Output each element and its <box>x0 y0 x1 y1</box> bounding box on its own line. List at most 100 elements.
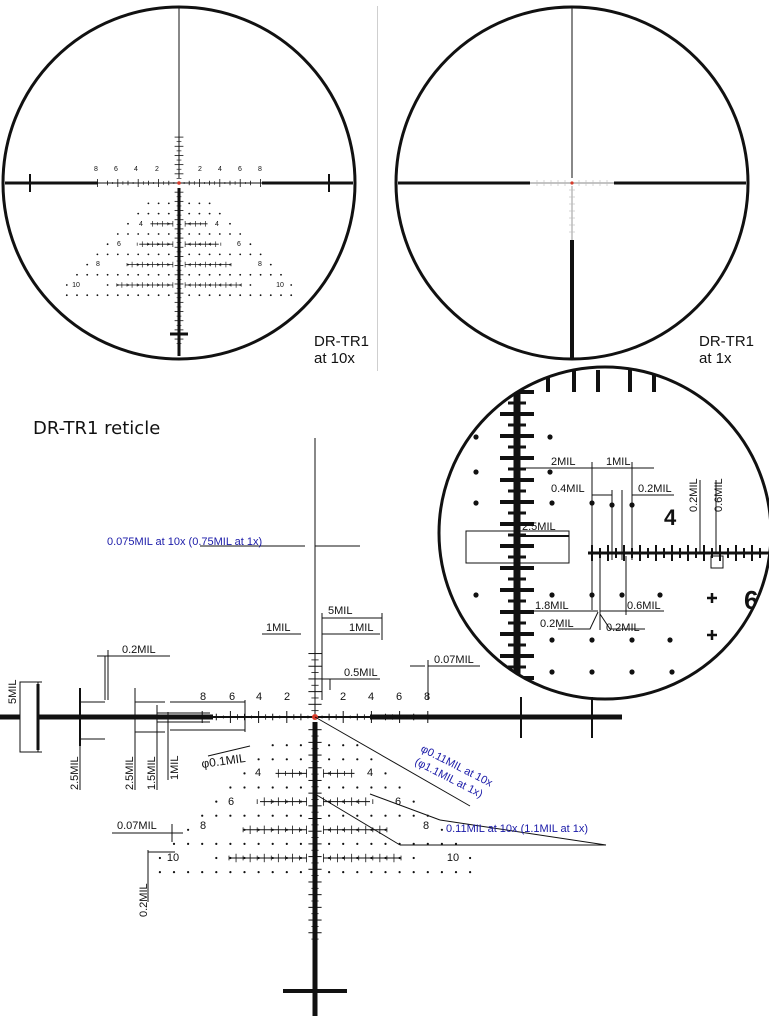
holdover-dot <box>86 273 89 276</box>
detail-dot <box>657 592 663 598</box>
detail-25mil-bar <box>465 530 570 564</box>
tl-tick-label-l6: 6 <box>114 166 118 173</box>
main-tick-label-r8: 8 <box>424 691 430 703</box>
holdover-dot <box>299 758 302 761</box>
holdover-dot <box>208 202 211 205</box>
holdover-dot <box>157 212 160 215</box>
holdover-dot <box>384 871 387 874</box>
main-label-15mil: 1.5MIL <box>146 756 158 790</box>
holdover-dot <box>188 202 191 205</box>
main-label-1mil-right: 1MIL <box>349 622 373 634</box>
holdover-dot <box>398 871 401 874</box>
holdover-dot <box>384 786 387 789</box>
tl-tick-label-r6: 6 <box>238 166 242 173</box>
main-tick-label-l8: 8 <box>200 691 206 703</box>
holdover-dot <box>271 871 274 874</box>
holdover-dot <box>440 842 443 846</box>
holdover-dot <box>65 294 68 297</box>
holdover-dot <box>76 273 78 276</box>
holdover-dot <box>96 294 99 297</box>
holdover-dot <box>243 786 246 789</box>
detail-dot <box>473 434 479 440</box>
holdover-dot <box>106 243 109 246</box>
holdover-dot <box>218 253 221 256</box>
holdover-dot <box>290 284 293 286</box>
holdover-dot <box>158 856 161 860</box>
holdover-dot <box>370 842 373 846</box>
holdover-dot <box>469 871 472 874</box>
holdover-dot <box>384 772 387 775</box>
holdover-dot <box>249 273 252 276</box>
holdover-dot <box>229 842 232 846</box>
holdover-dot <box>198 233 201 235</box>
holdover-dot <box>157 233 160 235</box>
holdover-dot <box>412 856 415 860</box>
holdover-dot <box>249 294 252 297</box>
holdover-dot <box>147 253 150 256</box>
holdover-dot <box>127 294 129 297</box>
holdover-dot <box>218 273 221 276</box>
holdover-dot <box>208 212 211 215</box>
holdover-dot <box>229 294 231 297</box>
holdover-dot <box>249 253 252 256</box>
detail-label-1mil: 1MIL <box>606 456 630 468</box>
holdover-dot <box>218 294 221 297</box>
holdover-dot <box>187 842 190 846</box>
main-tick-label-r6: 6 <box>396 691 402 703</box>
holdover-dot <box>218 212 221 215</box>
holdover-dot <box>398 786 401 789</box>
holdover-dot <box>356 814 359 817</box>
holdover-dot <box>412 800 415 803</box>
detail-dot <box>549 637 555 643</box>
holdover-dot <box>342 814 345 817</box>
holdover-dot <box>188 253 191 256</box>
center-dot-10x <box>177 181 181 185</box>
reticle-view-1x <box>394 5 750 361</box>
holdover-dot <box>208 294 211 297</box>
detail-dot <box>589 669 595 675</box>
tl-tick-label-r8: 8 <box>258 166 262 173</box>
holdover-dot <box>239 233 242 235</box>
holdover-dot <box>188 273 191 276</box>
holdover-dot <box>398 814 401 817</box>
detail-dot <box>547 469 553 475</box>
holdover-dot <box>285 758 288 761</box>
main-dimension-lines <box>19 545 607 902</box>
detail-dot <box>439 597 441 603</box>
holdover-dot <box>271 758 274 761</box>
holdover-dot <box>208 273 211 276</box>
holdover-dot <box>172 842 176 846</box>
holdover-dot <box>158 871 161 874</box>
main-tick-label-r2: 2 <box>340 691 346 703</box>
main-label-1mil-top: 1MIL <box>266 622 290 634</box>
holdover-dot <box>215 814 218 817</box>
detail-inset: 4 6 2MIL 1MIL 0.4MIL 0.2MIL 2.5MIL 0.2MI… <box>437 365 769 701</box>
holdover-dots-10x <box>65 202 293 297</box>
main-reticle-diagram: 8 6 4 2 2 4 6 8 4 6 8 10 4 6 8 10 <box>0 438 622 1016</box>
holdover-dot <box>243 814 246 817</box>
detail-dot <box>473 669 479 675</box>
holdover-dot <box>412 871 415 874</box>
holdover-dot <box>116 253 119 256</box>
holdover-dot <box>239 294 242 297</box>
caption-10x-name: DR-TR1 <box>314 333 369 350</box>
holdover-dot <box>215 871 218 874</box>
holdover-dot <box>215 856 218 860</box>
holdover-dot <box>198 202 201 205</box>
note-crosshair-width: 0.075MIL at 10x (0.75MIL at 1x) <box>107 536 262 548</box>
section-title: DR-TR1 reticle <box>33 418 161 439</box>
holdover-dot <box>147 233 150 235</box>
main-tick-label-r4: 4 <box>368 691 374 703</box>
holdover-dot <box>384 814 387 817</box>
tl-row-label-l6: 6 <box>117 241 121 248</box>
tl-row-label-l4: 4 <box>139 221 143 228</box>
detail-label-02mil-vert: 0.2MIL <box>688 478 700 512</box>
detail-row-label: 4 <box>664 505 677 530</box>
holdover-dot <box>454 871 458 874</box>
detail-dot <box>667 637 673 643</box>
holdover-dot <box>127 233 129 235</box>
main-row-label-r10: 10 <box>447 852 459 864</box>
detail-dot <box>549 500 555 506</box>
holdover-dot <box>147 202 150 205</box>
